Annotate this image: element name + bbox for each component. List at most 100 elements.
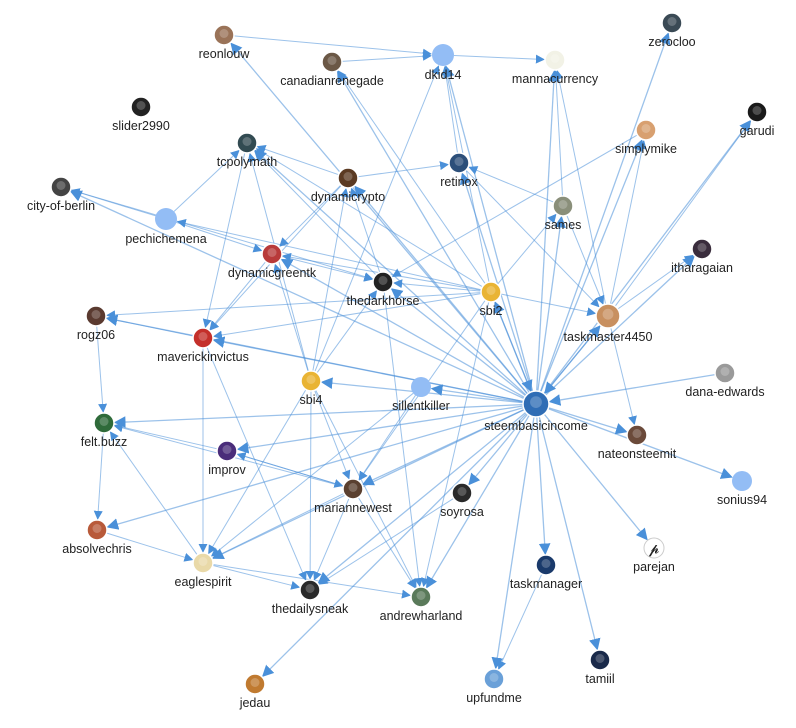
avatar[interactable] xyxy=(635,119,657,141)
edge-sillentkiller-to-mariannewest xyxy=(358,395,416,481)
avatar[interactable] xyxy=(213,24,235,46)
node-nateonsteemit[interactable]: nateonsteemit xyxy=(598,424,677,461)
node-sonius94[interactable]: sonius94 xyxy=(717,471,767,507)
node-circle[interactable] xyxy=(643,537,665,559)
avatar[interactable] xyxy=(216,440,238,462)
avatar[interactable] xyxy=(300,370,322,392)
node-slider2990[interactable]: slider2990 xyxy=(112,96,170,133)
node-jedau[interactable]: jedau xyxy=(239,673,271,710)
node-circle[interactable] xyxy=(432,44,454,66)
node-circle[interactable] xyxy=(411,377,431,397)
avatar[interactable] xyxy=(236,132,258,154)
node-sillentkiller[interactable]: sillentkiller xyxy=(392,377,450,413)
edge-sbi4-to-dynamicgreentk xyxy=(273,263,309,372)
node-reonlouw[interactable]: reonlouw xyxy=(199,24,251,61)
avatar[interactable] xyxy=(93,412,115,434)
edge-sbi2-to-steembasicincome xyxy=(494,301,533,393)
edge-improv-to-felt.buzz xyxy=(113,422,218,450)
node-simplymike[interactable]: simplymike xyxy=(615,119,677,156)
edge-sbi2-to-canadianrenegade xyxy=(337,70,486,285)
avatar[interactable] xyxy=(192,552,214,574)
node-dynamicrypto[interactable]: dynamicrypto xyxy=(311,167,385,204)
node-improv[interactable]: improv xyxy=(208,440,246,477)
node-rogz06[interactable]: rogz06 xyxy=(77,305,115,342)
node-label: slider2990 xyxy=(112,119,170,133)
avatar[interactable] xyxy=(451,482,473,504)
node-tamiil[interactable]: tamiil xyxy=(585,649,615,686)
avatar[interactable] xyxy=(86,519,108,541)
node-label: taskmanager xyxy=(510,577,582,591)
node-thedailysneak[interactable]: thedailysneak xyxy=(272,579,349,616)
node-canadianrenegade[interactable]: canadianrenegade xyxy=(280,51,384,88)
avatar[interactable] xyxy=(321,51,343,73)
avatar-highlight xyxy=(641,124,651,133)
node-felt.buzz[interactable]: felt.buzz xyxy=(81,412,128,449)
node-garudi[interactable]: garudi xyxy=(740,101,775,138)
avatar[interactable] xyxy=(595,303,621,329)
node-label: maverickinvictus xyxy=(157,350,249,364)
avatar-highlight xyxy=(343,172,353,181)
node-upfundme[interactable]: upfundme xyxy=(466,668,522,705)
avatar[interactable] xyxy=(691,238,713,260)
node-sames[interactable]: sames xyxy=(545,195,582,232)
node-pechichemena[interactable]: pechichemena xyxy=(125,208,207,246)
avatar[interactable] xyxy=(337,167,359,189)
avatar[interactable] xyxy=(480,281,502,303)
node-tcpolymath[interactable]: tcpolymath xyxy=(217,132,277,169)
avatar[interactable] xyxy=(448,152,470,174)
node-mariannewest[interactable]: mariannewest xyxy=(314,478,392,515)
edge-thedarkhorse-to-dynamicrypto xyxy=(349,187,381,273)
avatar[interactable] xyxy=(535,554,557,576)
node-circle[interactable] xyxy=(155,208,177,230)
avatar[interactable] xyxy=(714,362,736,384)
avatar[interactable] xyxy=(192,327,214,349)
edge-steembasicincome-to-maverickinvictus xyxy=(212,336,524,403)
avatar[interactable] xyxy=(244,673,266,695)
avatar[interactable] xyxy=(544,49,566,71)
node-sbi2[interactable]: sbi2 xyxy=(480,281,503,318)
avatar[interactable] xyxy=(342,478,364,500)
avatar[interactable] xyxy=(261,243,283,265)
node-dkid14[interactable]: dkid14 xyxy=(425,44,462,82)
node-dana-edwards[interactable]: dana-edwards xyxy=(685,362,765,399)
node-steembasicincome[interactable]: steembasicincome xyxy=(484,390,588,433)
node-city-of-berlin[interactable]: city-of-berlin xyxy=(27,176,95,213)
avatar-highlight xyxy=(416,591,426,600)
avatar[interactable] xyxy=(85,305,107,327)
avatar[interactable] xyxy=(410,586,432,608)
avatar[interactable] xyxy=(746,101,768,123)
node-itharagaian[interactable]: itharagaian xyxy=(671,238,733,275)
node-sbi4[interactable]: sbi4 xyxy=(300,370,323,407)
node-label: parejan xyxy=(633,560,675,574)
node-maverickinvictus[interactable]: maverickinvictus xyxy=(157,327,249,364)
avatar[interactable] xyxy=(589,649,611,671)
avatar[interactable] xyxy=(130,96,152,118)
avatar[interactable] xyxy=(626,424,648,446)
node-absolvechris[interactable]: absolvechris xyxy=(62,519,132,556)
avatar[interactable] xyxy=(483,668,505,690)
node-eaglespirit[interactable]: eaglespirit xyxy=(175,552,233,589)
avatar[interactable] xyxy=(522,390,550,418)
node-soyrosa[interactable]: soyrosa xyxy=(440,482,484,519)
node-retinox[interactable]: retinox xyxy=(440,152,479,189)
avatar[interactable] xyxy=(50,176,72,198)
node-mannacurrency[interactable]: mannacurrency xyxy=(512,49,599,86)
edge-steembasicincome-to-dkid14 xyxy=(443,65,534,392)
edge-retinox-to-dkid14 xyxy=(441,66,458,154)
node-label: felt.buzz xyxy=(81,435,128,449)
node-taskmaster4450[interactable]: taskmaster4450 xyxy=(564,303,653,344)
edge-eaglespirit-to-felt.buzz xyxy=(109,431,198,556)
avatar[interactable] xyxy=(552,195,574,217)
edge-sames-to-retinox xyxy=(468,166,554,203)
edge-sbi4-to-eaglespirit xyxy=(208,389,307,555)
avatar[interactable] xyxy=(372,271,394,293)
node-zerocloo[interactable]: zerocloo xyxy=(648,12,696,49)
node-circle[interactable] xyxy=(732,471,752,491)
node-taskmanager[interactable]: taskmanager xyxy=(510,554,582,591)
node-thedarkhorse[interactable]: thedarkhorse xyxy=(347,271,420,308)
avatar[interactable] xyxy=(299,579,321,601)
node-dynamicgreentk[interactable]: dynamicgreentk xyxy=(228,243,317,280)
node-andrewharland[interactable]: andrewharland xyxy=(380,586,463,623)
avatar[interactable] xyxy=(661,12,683,34)
